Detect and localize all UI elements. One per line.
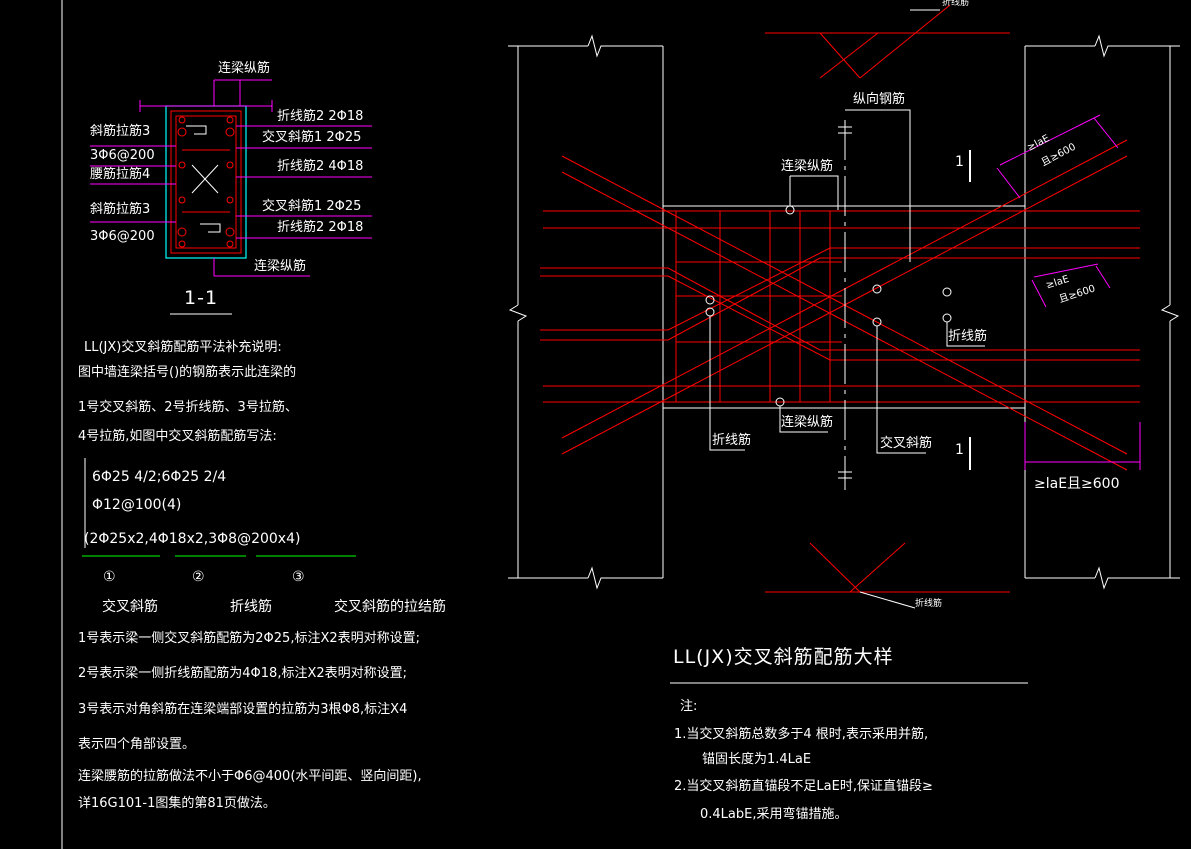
- section-left-label-1: 斜筋拉筋3: [90, 124, 151, 139]
- explain-line-4: 表示四个角部设置。: [78, 737, 196, 752]
- marker-1: ①: [103, 569, 116, 585]
- code-line-1: 6Φ25 4/2;6Φ25 2/4: [92, 469, 227, 485]
- marker-label-2: 折线筋: [230, 599, 272, 615]
- bottom-bent-tag: 折线筋: [915, 599, 943, 609]
- section-mark-top: 1: [955, 154, 964, 170]
- detail-drawing: [508, 4, 1180, 684]
- section-right-label-3: 折线筋2 4Φ18: [277, 159, 364, 174]
- section-bottom-label: 连梁纵筋: [254, 259, 307, 274]
- bent-right-label: 折线筋: [948, 329, 988, 344]
- detail-note-head: 注:: [680, 699, 698, 714]
- explain-line-3: 3号表示对角斜筋在连梁端部设置的拉筋为3根Φ8,标注X4: [78, 702, 408, 717]
- section-top-label: 连梁纵筋: [218, 61, 271, 76]
- explain-line-5: 连梁腰筋的拉筋做法不小于Φ6@400(水平间距、竖向间距),: [78, 769, 422, 784]
- code-line-2: Φ12@100(4): [92, 497, 182, 513]
- beam-long-bottom-label: 连梁纵筋: [781, 415, 834, 430]
- cross-label: 交叉斜筋: [880, 436, 933, 451]
- section-left-label-3: 腰筋拉筋4: [90, 167, 151, 182]
- section-1-1-drawing: [90, 79, 372, 315]
- marker-label-3: 交叉斜筋的拉结筋: [334, 599, 446, 615]
- explain-line-1: 1号表示梁一侧交叉斜筋配筋为2Φ25,标注X2表明对称设置;: [78, 631, 421, 646]
- notes-heading: LL(JX)交叉斜筋配筋平法补充说明:: [84, 340, 282, 355]
- section-left-label-5: 3Φ6@200: [90, 229, 155, 244]
- section-right-label-4: 交叉斜筋1 2Φ25: [262, 199, 362, 214]
- explain-line-2: 2号表示梁一侧折线筋配筋为4Φ18,标注X2表明对称设置;: [78, 666, 408, 681]
- section-right-label-2: 交叉斜筋1 2Φ25: [262, 130, 362, 145]
- section-title: 1-1: [184, 287, 219, 309]
- bent-left-label: 折线筋: [712, 433, 752, 448]
- detail-note-3: 2.当交叉斜筋直锚段不足LaE时,保证直锚段≥: [674, 779, 933, 794]
- section-left-label-2: 3Φ6@200: [90, 148, 155, 163]
- anchor-dim-3: ≥laE且≥600: [1034, 476, 1120, 492]
- explain-line-6: 详16G101-1图集的第81页做法。: [78, 796, 276, 811]
- top-bent-tag: 折线筋: [942, 0, 970, 8]
- marker-label-1: 交叉斜筋: [102, 599, 158, 615]
- detail-note-2: 锚固长度为1.4LaE: [702, 752, 812, 767]
- section-right-label-1: 折线筋2 2Φ18: [277, 109, 364, 124]
- code-bracket: [82, 458, 356, 557]
- beam-long-top-label: 连梁纵筋: [781, 159, 834, 174]
- detail-title: LL(JX)交叉斜筋配筋大样: [673, 646, 894, 668]
- notes-line-2: 1号交叉斜筋、2号折线筋、3号拉筋、: [78, 400, 298, 415]
- section-right-label-5: 折线筋2 2Φ18: [277, 220, 364, 235]
- detail-note-4: 0.4LabE,采用弯锚措施。: [700, 807, 848, 822]
- section-mark-bottom: 1: [955, 442, 964, 458]
- section-left-label-4: 斜筋拉筋3: [90, 202, 151, 217]
- longitudinal-label: 纵向钢筋: [853, 92, 906, 107]
- marker-3: ③: [292, 569, 305, 585]
- detail-note-1: 1.当交叉斜筋总数多于4 根时,表示采用并筋,: [674, 727, 929, 742]
- notes-line-3: 4号拉筋,如图中交叉斜筋配筋写法:: [78, 429, 277, 444]
- notes-line-1: 图中墙连梁括号()的钢筋表示此连梁的: [78, 365, 297, 380]
- code-line-3: (2Φ25x2,4Φ18x2,3Φ8@200x4): [84, 531, 301, 547]
- marker-2: ②: [192, 569, 205, 585]
